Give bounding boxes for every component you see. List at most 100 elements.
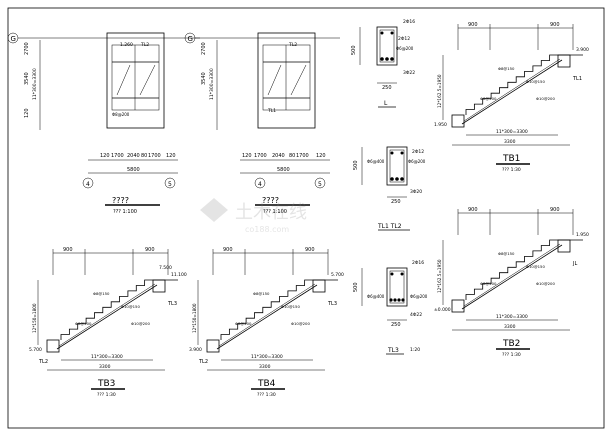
- stair-total-dim: 3300: [99, 364, 111, 370]
- section-top-bar: 2Φ12: [412, 149, 424, 155]
- section-title: TL1 TL2: [377, 223, 402, 230]
- stair-beam-tag: JL: [572, 261, 577, 267]
- axis-4: 4: [258, 181, 262, 188]
- plan-dim-b3: 80: [289, 153, 295, 159]
- plan-scale: ??? 1:100: [113, 209, 137, 215]
- stair-rebar-label: Φ8@150: [498, 66, 515, 71]
- stair-level-top: 5.700: [331, 272, 344, 278]
- plan-label-tl1: TL1: [267, 108, 276, 114]
- plan-caption: ????: [112, 196, 129, 205]
- stair-top-dim: 900: [223, 247, 233, 253]
- stair-rebar-label: Φ8@200: [480, 96, 497, 101]
- axis-5: 5: [168, 181, 172, 188]
- section-side-bar: 2Φ12: [398, 36, 410, 42]
- section-height: 500: [353, 160, 359, 170]
- plan-label-tl: TL2: [140, 42, 149, 48]
- plan-dim-3540: 3540: [24, 72, 30, 85]
- stair-beam-tag: TL3: [327, 301, 337, 307]
- section-bottom-bar: 4Φ22: [410, 312, 422, 318]
- section-stirrup: Φ6@200: [410, 294, 428, 299]
- stair-scale: ??? 1:30: [97, 392, 116, 398]
- stair-beam-bottom: [206, 339, 220, 353]
- plan-dim-b5: 120: [316, 153, 326, 159]
- plan-dim-120: 120: [24, 108, 30, 118]
- stair-steps: [465, 239, 558, 300]
- stair-title: TB2: [502, 339, 520, 349]
- stair-level-bottom: 5.700: [29, 347, 42, 353]
- stair-top-dim: 900: [305, 247, 315, 253]
- section-width: 250: [391, 199, 401, 205]
- plan-total: 5800: [127, 167, 140, 173]
- stair-rebar-label: Φ8@150: [93, 291, 110, 296]
- stair-rebar-label: Φ10@200: [536, 281, 555, 286]
- stair-steps: [465, 54, 558, 115]
- stair-beam-tag-bottom: TL2: [38, 359, 48, 365]
- stair-rebar-label: Φ10@150: [526, 264, 545, 269]
- stair-run-dim: 11*300=3300: [496, 129, 528, 135]
- stair-title: TB4: [257, 379, 276, 389]
- section-TL3: 2Φ16 Φ6@400 Φ6@200 4Φ22 500 250 TL3 1:20: [353, 260, 428, 355]
- plan-dim-run: 11*300=3300: [32, 68, 38, 100]
- stair-level-top: 1.950: [576, 232, 589, 238]
- plan-dim-b1: 1700: [111, 153, 124, 159]
- section-side-bar: Φ6@400: [367, 159, 385, 164]
- stairwell-outline: [106, 32, 165, 129]
- plan-dim-2700: 2700: [201, 42, 207, 55]
- stair-level-bottom: 1.950: [434, 122, 447, 128]
- stair-top-dim: 900: [550, 207, 560, 213]
- stair-rebar-label: Φ8@200: [235, 321, 252, 326]
- stair-run-dim: 11*300=3300: [251, 354, 283, 360]
- section-side-bar: Φ6@400: [367, 294, 385, 299]
- stair-vertical-dim: 12*150=1800: [192, 303, 197, 333]
- stair-run-dim: 11*300=3300: [91, 354, 123, 360]
- plan-label-tl2: TL2: [288, 42, 297, 48]
- plan-dim-b5: 120: [166, 153, 176, 159]
- plan-dim-b4: 1700: [148, 153, 161, 159]
- section-TL1-TL2: 2Φ12 Φ6@200 Φ6@400 3Φ20 500 250 TL1 TL2: [353, 146, 426, 231]
- plan-dim-b2: 2040: [272, 153, 285, 159]
- stair-beam-tag: TL3: [167, 301, 177, 307]
- watermark-brand: 土木在线: [235, 202, 307, 223]
- stair-beam-bottom: [451, 299, 465, 313]
- plan-dim-3540: 3540: [201, 72, 207, 85]
- stair-total-dim: 3300: [259, 364, 271, 370]
- stair-rebar-label: Φ10@200: [536, 96, 555, 101]
- stair-title: TB3: [97, 379, 115, 389]
- stair-top-dim: 900: [468, 207, 478, 213]
- stair-level-top: 3.900: [576, 47, 589, 53]
- section-bottom-bar: 3Φ22: [403, 70, 415, 76]
- stair-scale: ??? 1:30: [502, 167, 521, 173]
- stair-rebar-label: Φ10@200: [291, 321, 310, 326]
- stair-top-dim: 900: [468, 22, 478, 28]
- stair-level-bottom: ±0.000: [434, 307, 451, 313]
- plan-caption: ????: [262, 196, 279, 205]
- stair-scale: ??? 1:30: [257, 392, 276, 398]
- stair-level-mid: 7.500: [159, 265, 172, 271]
- stair-rebar-label: Φ10@150: [526, 79, 545, 84]
- stair-steps: [220, 279, 313, 340]
- plan-dim-2700: 2700: [24, 42, 30, 55]
- stair-total-dim: 3300: [504, 139, 516, 145]
- stair-vertical-dim: 12*150=1800: [32, 303, 37, 333]
- plan-2: G 2700 3540 11*300=3300 TL2 TL1 120 1700…: [184, 32, 340, 215]
- plan-dim-b0: 120: [242, 153, 252, 159]
- stair-top-dim: 900: [550, 22, 560, 28]
- plan-dim-b4: 1700: [296, 153, 309, 159]
- section-height: 500: [353, 282, 359, 292]
- stair-top-dim: 900: [63, 247, 73, 253]
- plan-dim-b3: 80: [141, 153, 147, 159]
- sheet-border: [7, 7, 605, 429]
- section-top-bar: 2Φ16: [412, 260, 424, 266]
- plan-dim-b2: 2040: [127, 153, 140, 159]
- plan-dim-b1: 1700: [254, 153, 267, 159]
- stair-rebar-label: Φ8@150: [253, 291, 270, 296]
- stair-rebar-label: Φ8@150: [498, 251, 515, 256]
- plan-1: G 2700 3540 11*300=3300 120 1.260 TL2 Φ8…: [7, 32, 200, 215]
- axis-4: 4: [86, 181, 90, 188]
- stair-beam-tag: TL1: [572, 76, 582, 82]
